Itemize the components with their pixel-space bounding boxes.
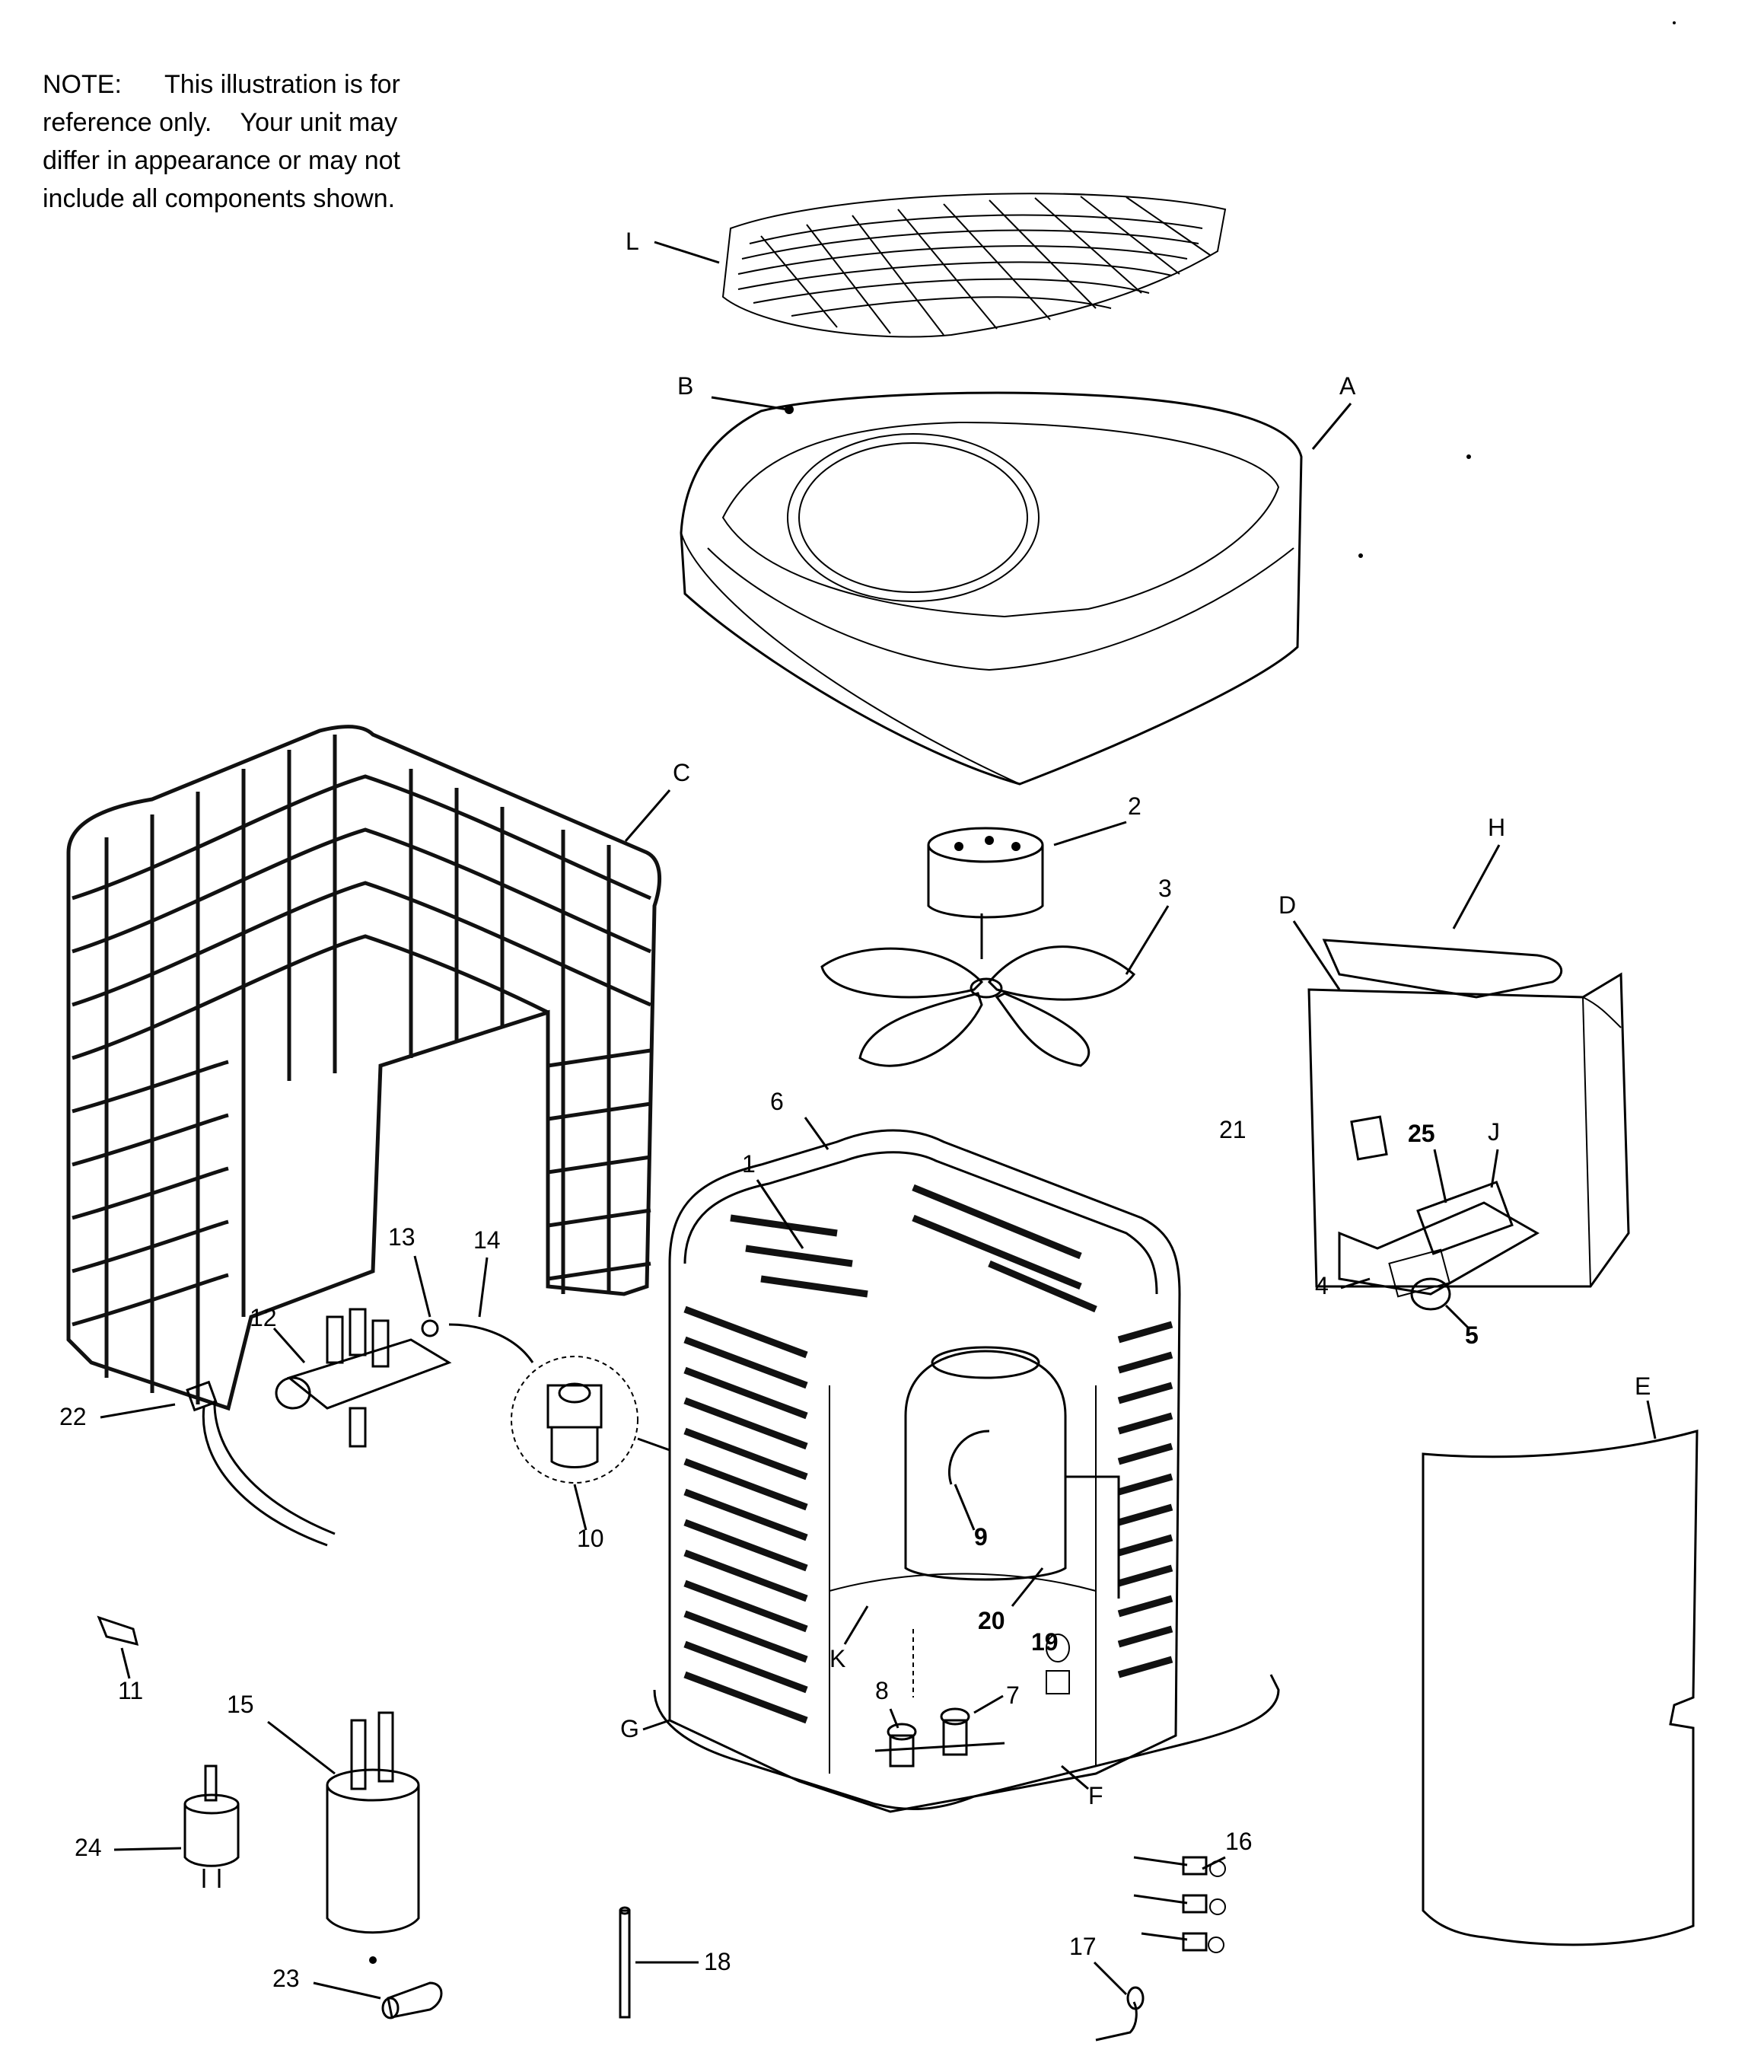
part-label-B: B [677,372,693,400]
control-panel-part [1307,972,1630,1311]
note-line: NOTE: This illustration is for [43,70,400,99]
part-label-7: 7 [1006,1682,1020,1709]
part-label-20: 20 [978,1607,1005,1634]
part-label-11: 11 [118,1677,143,1704]
part-label-13: 13 [388,1223,416,1251]
filter-drier-part [183,1764,240,1888]
fan-motor-part [927,827,1044,959]
note-line: reference only. Your unit may [43,108,398,137]
part-label-H: H [1488,814,1505,841]
sensor-part [1095,1986,1145,2042]
part-label-A: A [1339,372,1356,400]
part-label-L: L [626,228,639,255]
part-label-C: C [673,759,690,786]
part-label-4: 4 [1315,1272,1329,1299]
part-label-J: J [1488,1118,1500,1146]
small-fitting-part [97,1615,139,1646]
part-label-15: 15 [227,1691,254,1718]
part-label-6: 6 [770,1088,784,1115]
detail-inset-part [511,1356,638,1484]
part-label-23: 23 [272,1965,300,1992]
front-panel-part [1422,1430,1699,1946]
accumulator-part [326,1711,420,1964]
control-cover-part [1322,939,1562,999]
reference-note: NOTE: This illustration is for reference… [43,65,499,218]
part-label-12: 12 [250,1304,277,1331]
part-label-10: 10 [577,1525,604,1552]
fitting-part [381,1981,443,2019]
fan-blade-part [820,945,1136,1067]
condenser-coil-assembly [653,1129,1280,1813]
part-label-K: K [829,1645,845,1672]
refrigerant-line-part [186,1380,336,1547]
part-label-3: 3 [1158,875,1172,902]
part-label-16: 16 [1225,1828,1253,1855]
part-label-8: 8 [875,1677,889,1704]
part-label-24: 24 [75,1834,102,1861]
part-label-E: E [1635,1372,1651,1400]
part-label-17: 17 [1069,1933,1097,1960]
part-label-19: 19 [1031,1628,1059,1656]
top-cover-part [680,391,1303,786]
part-label-D: D [1278,891,1296,919]
connector-part [1133,1856,1226,1953]
part-label-1: 1 [742,1150,756,1178]
part-label-21: 21 [1219,1116,1247,1143]
wire-guard-part [66,725,662,1411]
top-grille-part [721,193,1227,338]
part-label-25: 25 [1408,1120,1435,1147]
part-label-9: 9 [974,1523,988,1551]
part-label-G: G [620,1715,639,1742]
note-line: differ in appearance or may not [43,146,400,175]
part-label-14: 14 [473,1226,501,1254]
part-label-2: 2 [1128,792,1142,820]
reversing-valve-part [275,1308,534,1448]
part-label-18: 18 [704,1948,731,1975]
note-line: include all components shown. [43,184,396,213]
part-label-22: 22 [59,1403,87,1430]
rod-part [619,1906,631,2019]
part-label-F: F [1088,1782,1103,1809]
